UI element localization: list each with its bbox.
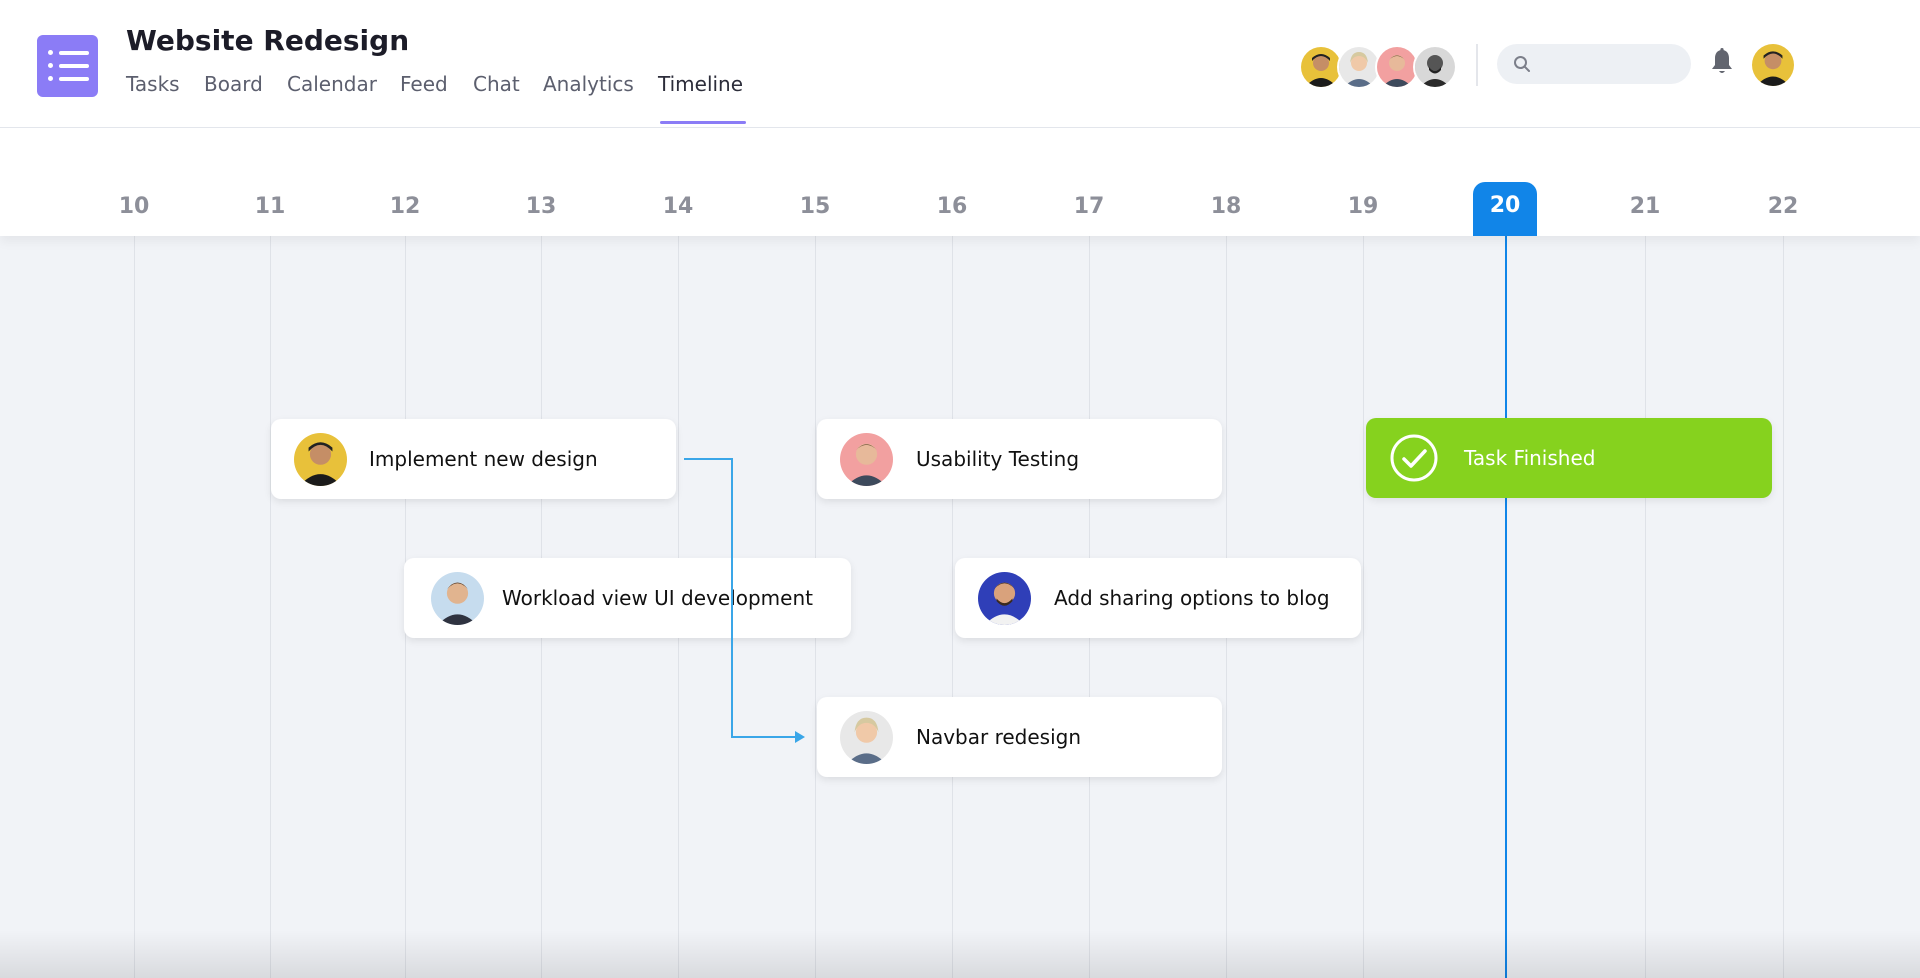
header-divider [1476, 44, 1478, 86]
day-14[interactable]: 14 [662, 194, 694, 219]
task-bar-usability-testing[interactable]: Usability Testing [817, 419, 1222, 499]
tab-timeline[interactable]: Timeline [658, 72, 744, 96]
today-marker-line [1505, 236, 1507, 978]
assignee-avatar [840, 433, 893, 486]
bell-icon[interactable] [1710, 47, 1734, 77]
gridline [134, 236, 135, 978]
tab-chat[interactable]: Chat [473, 72, 520, 96]
tab-board[interactable]: Board [204, 72, 263, 96]
active-tab-indicator [660, 121, 746, 124]
day-12[interactable]: 12 [389, 194, 421, 219]
bottom-shadow [0, 930, 1920, 978]
check-circle-icon [1390, 434, 1438, 482]
day-20-today[interactable]: 20 [1473, 182, 1537, 236]
task-bar-add-sharing-options[interactable]: Add sharing options to blog [955, 558, 1361, 638]
app-header: Website Redesign Tasks Board Calendar Fe… [0, 0, 1920, 128]
task-label: Navbar redesign [916, 725, 1082, 749]
gridline [1645, 236, 1646, 978]
day-17[interactable]: 17 [1073, 194, 1105, 219]
gridline [952, 236, 953, 978]
gridline [1363, 236, 1364, 978]
assignee-avatar [978, 572, 1031, 625]
task-label: Task Finished [1464, 446, 1596, 470]
day-10[interactable]: 10 [118, 194, 150, 219]
day-11[interactable]: 11 [254, 194, 286, 219]
project-title: Website Redesign [126, 24, 410, 57]
assignee-avatar [431, 572, 484, 625]
user-avatar[interactable] [1752, 44, 1794, 86]
day-21[interactable]: 21 [1629, 194, 1661, 219]
avatar-2[interactable] [1337, 45, 1381, 89]
avatar-3[interactable] [1375, 45, 1419, 89]
day-13[interactable]: 13 [525, 194, 557, 219]
task-label: Usability Testing [916, 447, 1080, 471]
task-label: Implement new design [369, 447, 598, 471]
tab-feed[interactable]: Feed [400, 72, 448, 96]
task-bar-workload-view-ui[interactable]: Workload view UI development [404, 558, 851, 638]
day-18[interactable]: 18 [1210, 194, 1242, 219]
tab-analytics[interactable]: Analytics [543, 72, 634, 96]
assignee-avatar [294, 433, 347, 486]
day-19[interactable]: 19 [1347, 194, 1379, 219]
list-icon[interactable] [37, 35, 98, 97]
task-label: Add sharing options to blog [1054, 586, 1330, 610]
task-bar-task-finished[interactable]: Task Finished [1366, 418, 1772, 498]
search-icon [1514, 56, 1530, 72]
day-22[interactable]: 22 [1767, 194, 1799, 219]
search-input[interactable] [1497, 44, 1691, 84]
task-label: Workload view UI development [502, 586, 813, 610]
assignee-avatar [840, 711, 893, 764]
tab-calendar[interactable]: Calendar [287, 72, 377, 96]
task-bar-implement-new-design[interactable]: Implement new design [271, 419, 676, 499]
gridline [1783, 236, 1784, 978]
day-16[interactable]: 16 [936, 194, 968, 219]
day-15[interactable]: 15 [799, 194, 831, 219]
task-bar-navbar-redesign[interactable]: Navbar redesign [817, 697, 1222, 777]
avatar-4[interactable] [1413, 45, 1457, 89]
tab-tasks[interactable]: Tasks [126, 72, 180, 96]
gridline [270, 236, 271, 978]
timeline-day-header: 10 11 12 13 14 15 16 17 18 19 20 21 22 [0, 128, 1920, 236]
